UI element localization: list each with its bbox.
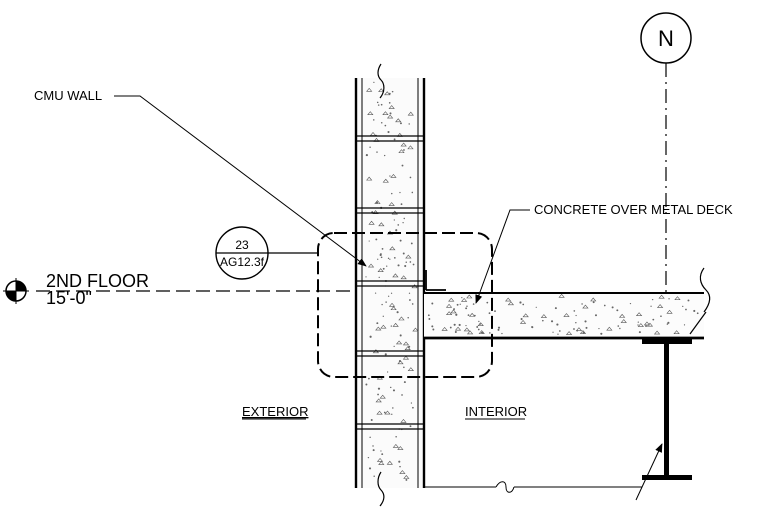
level-marker: 2ND FLOOR 15'-0" bbox=[3, 271, 356, 308]
wall-top-break bbox=[377, 63, 385, 99]
interior-label: INTERIOR bbox=[465, 404, 527, 419]
steel-beam bbox=[642, 339, 692, 480]
exterior-label: EXTERIOR bbox=[242, 404, 308, 419]
detail-callout[interactable]: 23 AG12.3f bbox=[215, 226, 318, 280]
detail-number: 23 bbox=[235, 238, 249, 252]
steel-angle bbox=[425, 270, 446, 291]
cmu-wall bbox=[354, 63, 426, 507]
cmu-wall-label: CMU WALL bbox=[34, 88, 102, 103]
wall-bottom-break bbox=[377, 471, 385, 507]
detail-sheet: AG12.3f bbox=[220, 255, 265, 269]
grid-id-label: N bbox=[658, 26, 674, 51]
concrete-deck-label: CONCRETE OVER METAL DECK bbox=[534, 202, 733, 217]
cmu-wall-leader bbox=[114, 95, 367, 267]
concrete-stipple bbox=[427, 293, 699, 335]
bottom-break-line bbox=[424, 481, 642, 493]
beam-leader-arrow bbox=[635, 443, 663, 501]
concrete-deck-leader bbox=[475, 209, 530, 304]
detail-boundary bbox=[317, 232, 493, 378]
cmu-bed-joints bbox=[356, 135, 424, 430]
slab-break-line bbox=[699, 267, 711, 313]
level-elevation: 15'-0" bbox=[46, 288, 92, 308]
level-name: 2ND FLOOR bbox=[46, 271, 149, 291]
concrete-slab bbox=[424, 267, 711, 340]
